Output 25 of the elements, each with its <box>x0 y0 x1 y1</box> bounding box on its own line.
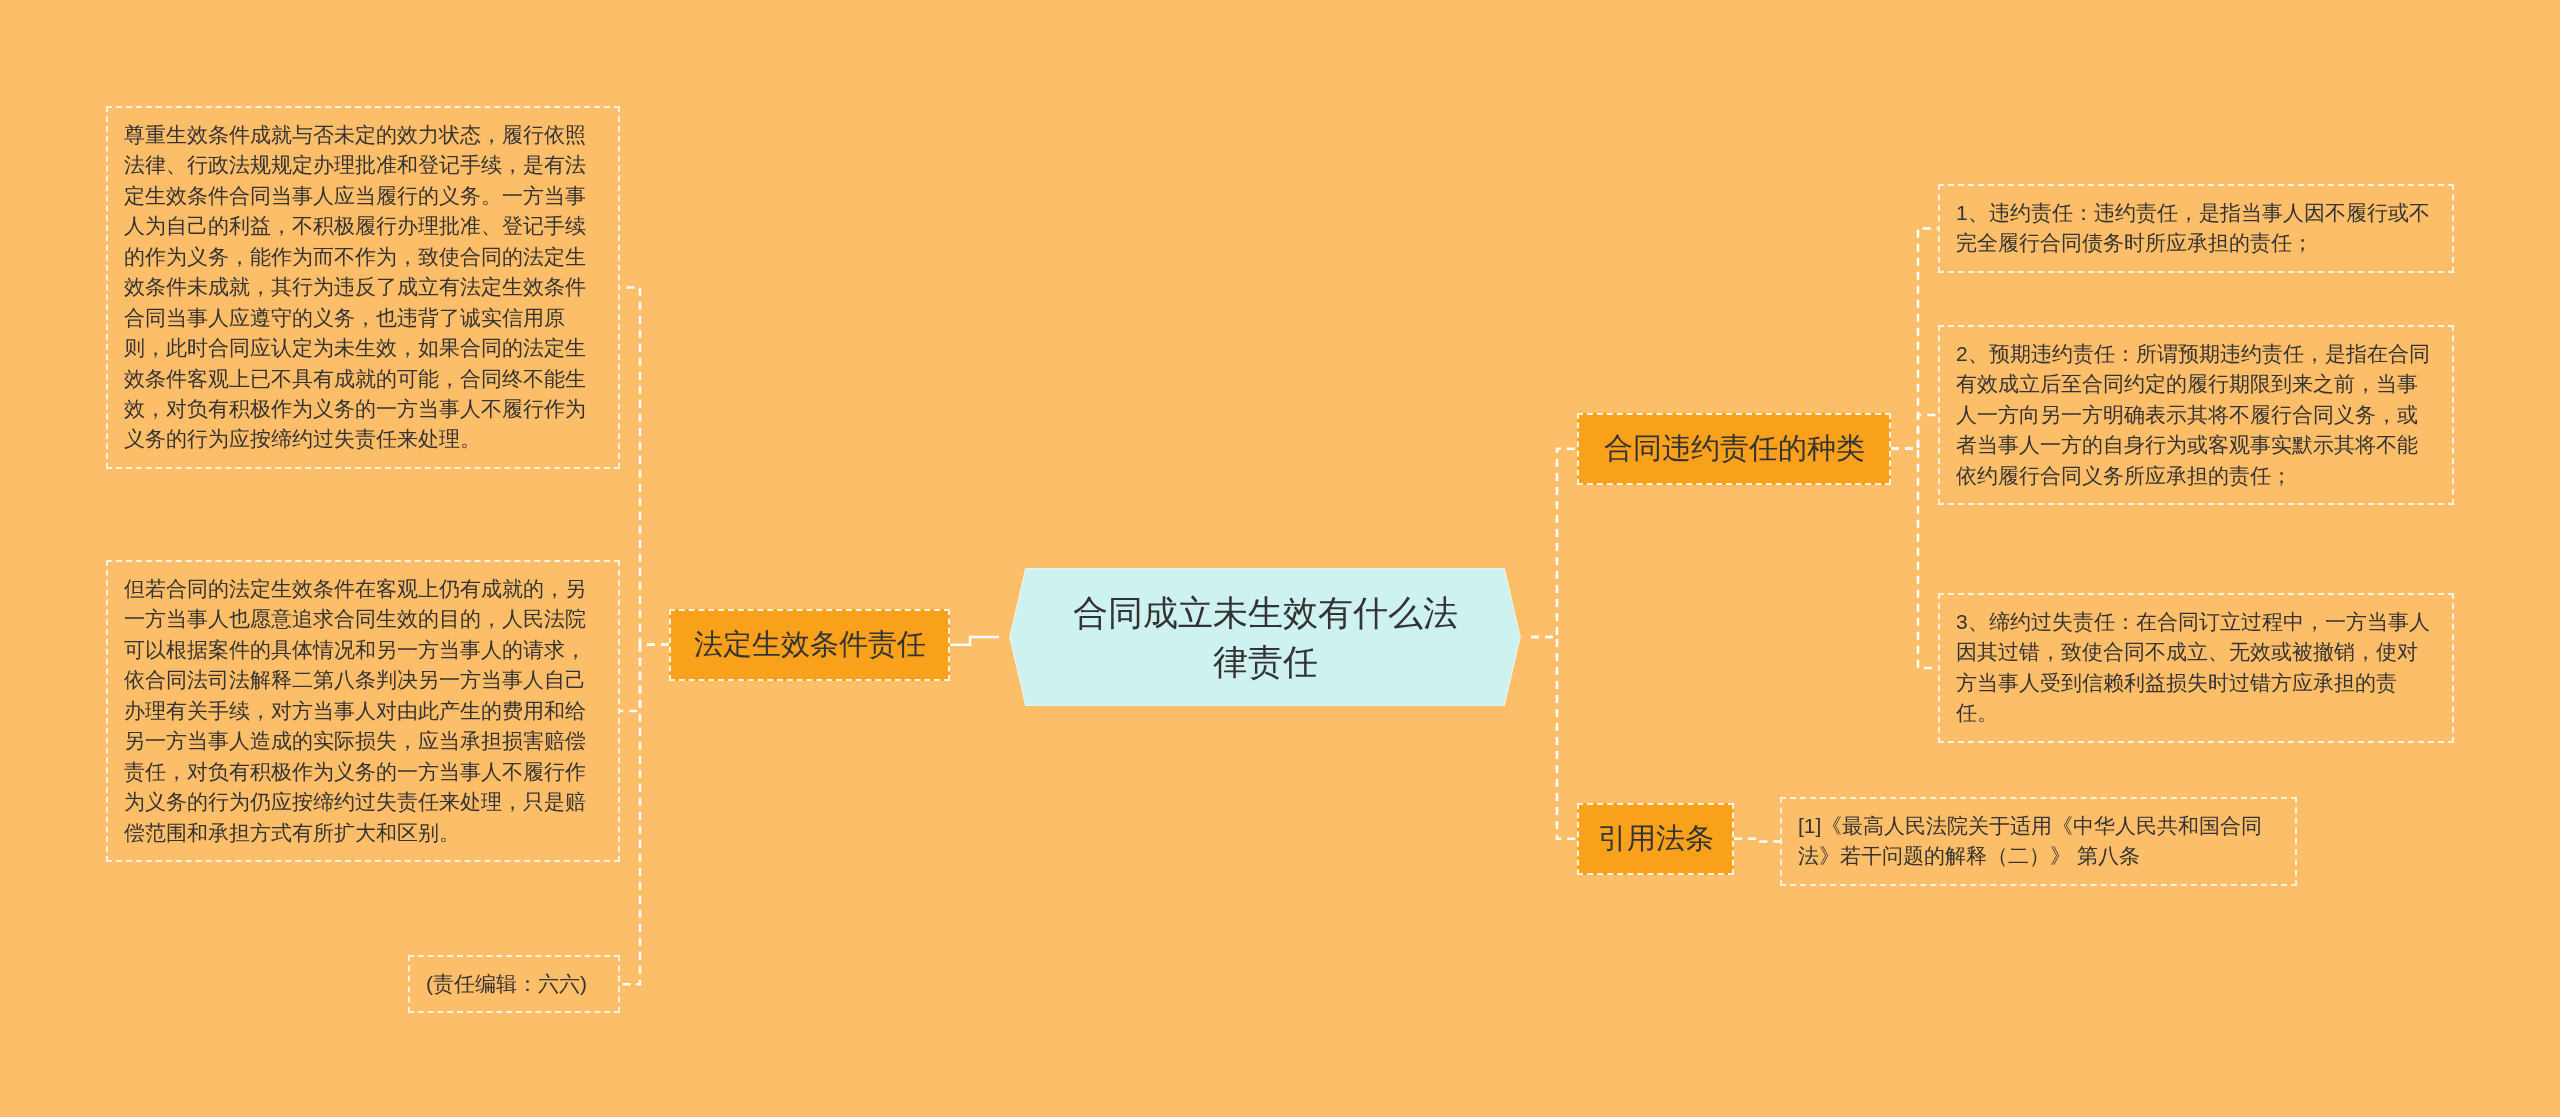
topic-text: 尊重生效条件成就与否未定的效力状态，履行依照法律、行政法规规定办理批准和登记手续，是有法定生效条件合同当事人应当履行的义务。一方当事人为自己的利益，不积极履行办理批准、登记手续的作为义务，能作为而不作为，致使合同的法定生效条件未成就，其行为违反了成立有法定生效条件合同当事人应遵守的义务，也违背了诚实信用原则，此时合同应认定为未生效，如果合同的法定生效条件客观上已不具有成就的可能，合同终不能生效，对负有积极作为义务的一方当事人不履行作为义务的行为应按缔约过失责任来处理。 <box>124 122 587 453</box>
text-note-box <box>1780 797 2297 886</box>
topic-text: [1]《最高人民法院关于适用《中华人民共和国合同法》若干问题的解释（二）》 第八条 <box>1798 813 2264 870</box>
branch-topic-box <box>1577 803 1734 875</box>
connector-line <box>950 635 999 646</box>
topic-text: 1、违约责任：违约责任，是指当事人因不履行或不完全履行合同债务时所应承担的责任； <box>1956 200 2431 257</box>
text-note-box <box>106 106 620 469</box>
text-note-box <box>1938 593 2454 743</box>
topic-text: 但若合同的法定生效条件在客观上仍有成就的，另一方当事人也愿意追求合同生效的目的，人民法院可以根据案件的具体情况和另一方当事人的请求，依合同法司法解释二第八条判决另一方当事人自己办理有关手续，对方当事人对由此产生的费用和给另一方当事人造成的实际损失，应当承担损害赔偿责任，对负有积极作为义务的一方当事人不履行作为义务的行为仍应按缔约过失责任来处理，只是赔偿范围和承担方式有所扩大和区别。 <box>124 576 587 846</box>
branch-topic-box <box>1577 413 1891 485</box>
text-note-box <box>408 955 620 1014</box>
text-note-box <box>106 560 620 862</box>
connector-line <box>620 643 669 986</box>
topic-text: 合同违约责任的种类 <box>1602 431 1866 466</box>
connector-line <box>1734 837 1780 843</box>
text-note-box <box>1938 325 2454 506</box>
branch-topic-box <box>669 609 950 681</box>
connector-line <box>1531 635 1577 840</box>
topic-text: 引用法条 <box>1596 821 1715 856</box>
topic-text: 法定生效条件责任 <box>692 627 927 662</box>
topic-text: 2、预期违约责任：所谓预期违约责任，是指在合同有效成立后至合同约定的履行期限到来之前，当事人一方向另一方明确表示其将不履行合同义务，或者当事人一方的自身行为或客观事实默示其将不能依约履行合同义务所应承担的责任； <box>1956 341 2431 489</box>
text-note-box <box>1938 184 2454 273</box>
topic-text: (责任编辑：六六) <box>426 971 588 997</box>
topic-title: 合同成立未生效有什么法律责任 <box>1071 592 1459 683</box>
topic-text: 3、缔约过失责任：在合同订立过程中，一方当事人因其过错，致使合同不成立、无效或被撤销，使对方当事人受到信赖利益损失时过错方应承担的责任。 <box>1956 609 2431 727</box>
